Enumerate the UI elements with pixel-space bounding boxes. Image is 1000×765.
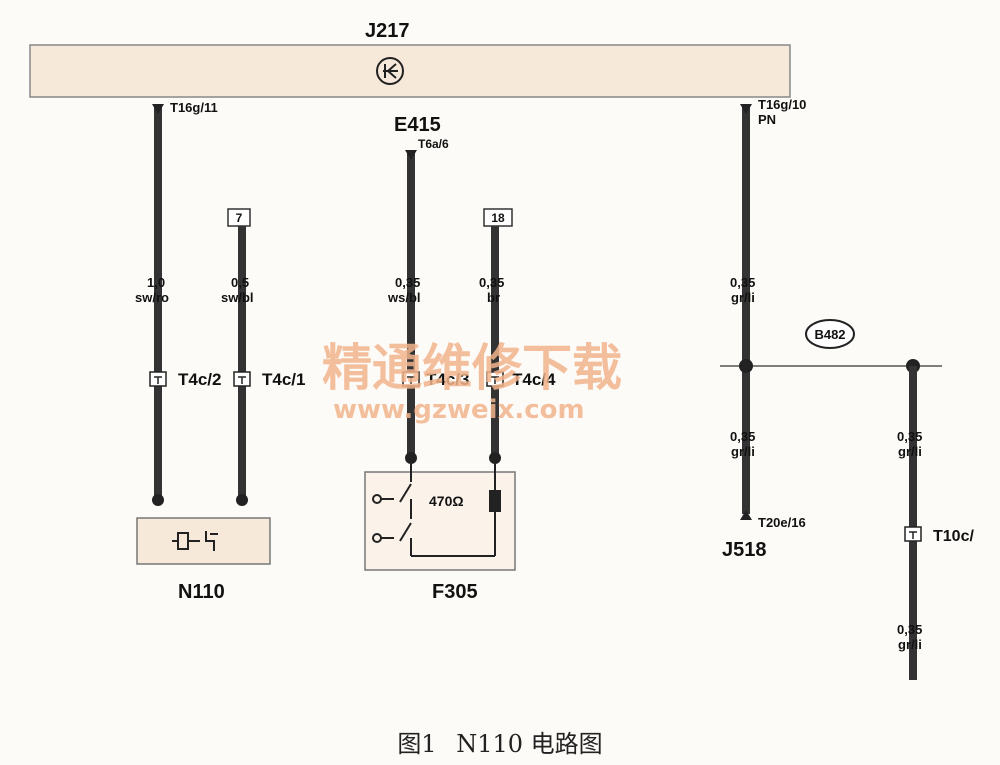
e415-label: E415 <box>394 114 441 136</box>
splice-node-left <box>739 359 753 373</box>
caption-figure-number: 图1 <box>397 730 437 758</box>
wire-6-color: gr/li <box>731 444 755 459</box>
connector-t4c-2: T4c/2 <box>178 370 221 389</box>
connector-t4c-4-icon <box>486 371 504 387</box>
connector-t10c-icon <box>904 526 922 542</box>
f305-box <box>364 471 516 571</box>
pin-t20e-16: T20e/16 <box>758 515 806 530</box>
wire-1-size: 1,0 <box>147 275 165 290</box>
connector-t4c-1-icon <box>233 371 251 387</box>
ref-box-7-label: 7 <box>236 211 243 225</box>
resistor-value: 470Ω <box>429 493 464 509</box>
connector-t4c-4: T4c/4 <box>512 370 556 389</box>
wire-5 <box>740 104 752 520</box>
wire-7-size: 0,35 <box>897 429 922 444</box>
j518-label: J518 <box>722 539 767 561</box>
connector-t4c-2-icon <box>149 371 167 387</box>
splice-b482-label: B482 <box>814 327 845 342</box>
connector-t10c: T10c/ <box>933 528 974 545</box>
pin-t16g-11: T16g/11 <box>170 100 218 115</box>
j217-label: J217 <box>365 20 410 42</box>
wire-2-size: 0,5 <box>231 275 249 290</box>
wire-3 <box>405 150 417 464</box>
n110-label: N110 <box>178 581 225 603</box>
wire-4-size: 0,35 <box>479 275 504 290</box>
wire-1 <box>152 104 164 506</box>
n110-box <box>136 517 271 565</box>
splice-b482-badge <box>805 319 855 349</box>
ref-box-18-label: 18 <box>491 211 505 225</box>
figure-caption: 图1 N110 电路图 <box>0 724 1000 759</box>
resistor-icon <box>489 490 501 512</box>
transmission-module-icon <box>376 57 404 85</box>
watermark-url: www.gzweix.com <box>333 395 585 425</box>
wire-3-color: ws/bl <box>387 290 421 305</box>
j217-module-bar <box>29 44 791 98</box>
switch-contacts-icon <box>372 464 496 557</box>
pin-pn: PN <box>758 112 776 127</box>
connector-t4c-3: T4c/3 <box>426 370 469 389</box>
wire-7-color: gr/li <box>898 444 922 459</box>
wire-2-color: sw/bl <box>221 290 254 305</box>
pin-t6a-6: T6a/6 <box>418 137 449 151</box>
wire-5-color: gr/li <box>731 290 755 305</box>
wire-2 <box>236 226 248 506</box>
watermark-cn: 精通维修下载 <box>322 339 622 397</box>
wire-8-size: 0,35 <box>897 622 922 637</box>
wire-3-size: 0,35 <box>395 275 420 290</box>
wire-6-size: 0,35 <box>730 429 755 444</box>
caption-title: N110 电路图 <box>456 730 603 758</box>
connector-t4c-3-icon <box>402 371 420 387</box>
wire-4 <box>489 226 501 464</box>
f305-label: F305 <box>432 581 478 603</box>
wire-4-color: br <box>487 290 500 305</box>
wire-1-color: sw/ro <box>135 290 169 305</box>
solenoid-valve-icon <box>172 531 218 551</box>
wire-5-size: 0,35 <box>730 275 755 290</box>
pin-t16g-10: T16g/10 <box>758 97 806 112</box>
wire-8-color: gr/li <box>898 637 922 652</box>
connector-t4c-1: T4c/1 <box>262 370 305 389</box>
